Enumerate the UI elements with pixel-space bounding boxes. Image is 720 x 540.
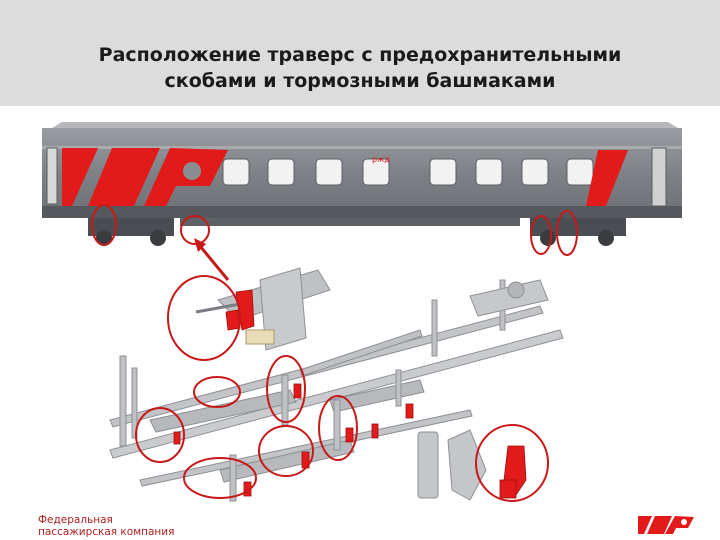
slide-title: Расположение траверс с предохранительным… [60, 42, 660, 94]
lever [395, 369, 402, 407]
lever [431, 299, 438, 357]
car-roof [52, 122, 678, 128]
red-parts [173, 289, 527, 499]
rod [299, 329, 423, 377]
brake-cylinder-end [507, 281, 525, 299]
rzd-car-logo-icon [62, 148, 228, 206]
red-brake-shoe [173, 431, 181, 445]
highlight-circle [91, 204, 117, 246]
title-line-1: Расположение траверс с предохранительным… [98, 44, 622, 66]
car-small-logo: ржд [372, 155, 390, 164]
red-brake-shoe [345, 427, 354, 443]
window [521, 158, 549, 186]
highlight-circle [475, 424, 549, 502]
car-skirt [42, 206, 682, 218]
red-brake-shoe [371, 423, 379, 439]
title-line-2: скобами и тормозными башмаками [164, 70, 556, 92]
detail-rod [195, 302, 241, 314]
bracket [417, 431, 439, 499]
red-brake-shoe [225, 309, 241, 331]
lever [281, 374, 289, 426]
beam [149, 389, 297, 433]
car-highlights [91, 204, 578, 256]
red-brake-shoe [405, 403, 414, 419]
red-brake-shoe-large [499, 479, 517, 499]
highlight-circle [266, 355, 306, 423]
highlight-circle [167, 275, 241, 361]
highlight-circle [183, 457, 257, 499]
red-brake-shoe [293, 383, 302, 399]
highlight-circle [556, 210, 578, 256]
footer-company: Федеральная пассажирская компания [38, 514, 174, 538]
passenger-car: ржд [42, 122, 682, 246]
highlight-circle [193, 376, 241, 408]
car-bogie-left [88, 218, 174, 246]
rigging-highlights [135, 275, 549, 502]
window [315, 158, 343, 186]
lever [119, 355, 127, 447]
car-stripe [42, 146, 682, 149]
window [566, 158, 594, 186]
pointer-arrow [194, 238, 230, 281]
car-livery-right [586, 150, 628, 206]
highlight-circle [258, 425, 314, 477]
window [475, 158, 503, 186]
brake-rigging [109, 267, 564, 502]
car-door-right [651, 147, 667, 207]
rod [109, 329, 564, 459]
window [429, 158, 457, 186]
car-underframe [180, 218, 520, 226]
window [267, 158, 295, 186]
lever [229, 454, 237, 502]
rod [139, 409, 473, 487]
car-door-left [46, 147, 58, 205]
highlight-circle [318, 395, 358, 461]
footer-company-line-2: пассажирская компания [38, 526, 175, 538]
header-band [0, 0, 720, 106]
footer-company-line-1: Федеральная [38, 514, 113, 526]
window [222, 158, 250, 186]
highlight-circle [530, 215, 552, 255]
lever [131, 367, 138, 439]
highlight-circle [135, 407, 185, 463]
detail-block [245, 329, 275, 345]
lever [333, 399, 341, 451]
bracket [447, 429, 487, 501]
highlight-circle [180, 215, 210, 245]
car-bogie-right [530, 218, 626, 246]
window [362, 158, 390, 186]
rzd-logo-icon [638, 516, 694, 534]
